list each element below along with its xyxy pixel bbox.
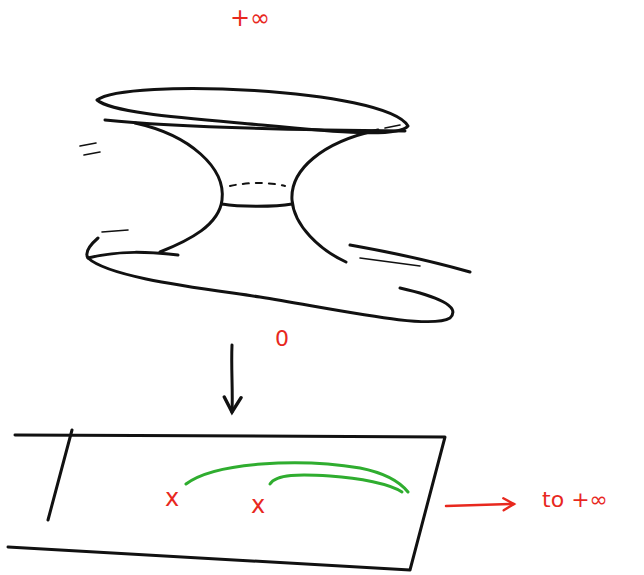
limit-label: +∞ [230,6,270,30]
cross-mark: x [165,486,179,510]
cross-mark: x [251,493,265,517]
plane [8,435,445,570]
bottom-rim [87,238,453,322]
red-arrow [446,504,514,506]
neck-right [292,130,378,262]
neck-back [230,183,285,186]
neck-left [135,123,222,252]
limit-label: to +∞ [542,489,608,511]
top-rim-tick [385,125,400,128]
green-path [186,463,408,492]
motion-tick [102,230,420,266]
motion-tick [80,143,100,155]
green-path [270,475,402,492]
plane-left-edge [48,430,72,520]
down-arrow [230,345,234,412]
bottom-rim-top [88,252,178,258]
neck-front [222,204,292,206]
limit-label: 0 [275,328,289,350]
